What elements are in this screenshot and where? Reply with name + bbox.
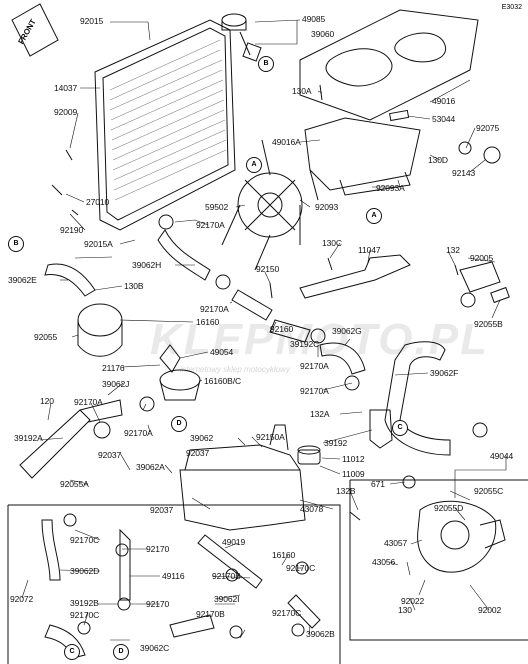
part-label: 43057 [384,538,408,548]
part-label: 671 [371,479,385,489]
part-label: 16160 [196,317,220,327]
part-label: 11047 [358,245,381,255]
part-label: 92055A [60,479,89,489]
part-label: 92170A [300,386,329,396]
part-label: 132B [336,486,356,496]
callout-a-fan: A [246,157,262,173]
callout-b-hose: B [8,236,24,252]
part-label: 92009 [54,107,78,117]
part-label: 39062E [8,275,37,285]
part-label: 92055B [474,319,503,329]
callout-a-bracket: A [366,208,382,224]
part-label: 39192C [290,339,320,349]
part-label: 49116 [162,571,185,581]
part-label: 39062J [102,379,130,389]
part-label: 130B [124,281,144,291]
part-label: 92015 [80,16,104,26]
part-label: 130D [428,155,448,165]
part-label: 92022 [401,596,425,606]
part-label: 43078 [300,504,324,514]
part-label: 92150 [256,264,280,274]
callout-d-lower: D [113,644,129,660]
part-label: 92037 [98,450,122,460]
part-label: 92055 [34,332,58,342]
part-label: 39062C [140,643,170,653]
part-label: 21176 [102,363,125,373]
part-label: 92170C [286,563,316,573]
callout-c-pump: C [392,420,408,436]
part-label: 120 [40,396,54,406]
part-label: 49019 [222,537,246,547]
watermark-tagline: internetowy sklep motocyklowy [180,365,290,374]
part-label: 92170A [74,397,103,407]
watermark: KLEPMOTO.PL [150,315,489,364]
part-label: 39062B [306,629,335,639]
part-label: 59502 [205,202,229,212]
part-label: 132 [446,245,460,255]
part-label: 16160 [272,550,296,560]
part-label: 92170B [212,571,241,581]
part-label: 92072 [10,594,34,604]
part-label: 39060 [311,29,335,39]
part-label: 92150A [256,432,285,442]
part-label: 130 [398,605,412,615]
part-label: 39192 [324,438,348,448]
callout-b-cap: B [258,56,274,72]
part-label: 92093 [315,202,339,212]
part-label: 92170C [70,610,100,620]
part-label: 92037 [186,448,210,458]
part-label: 39192B [70,598,99,608]
part-label: 11009 [342,469,365,479]
part-label: 39062H [132,260,162,270]
part-label: 92005 [470,253,494,263]
part-label: 92093A [376,183,405,193]
part-label: 92143 [452,168,476,178]
part-label: 92170A [124,428,153,438]
callout-c-lower: C [64,644,80,660]
callout-d-thermostat: D [171,416,187,432]
part-label: 92170A [300,361,329,371]
part-label: 92055D [434,503,464,513]
part-label: 39062F [430,368,459,378]
part-label: 92170C [70,535,100,545]
part-label: 49044 [490,451,514,461]
part-label: 130A [292,86,312,96]
part-label: 92075 [476,123,500,133]
part-label: 14037 [54,83,78,93]
part-label: 130C [322,238,342,248]
part-label: 43056 [372,557,396,567]
part-label: 49016 [432,96,456,106]
part-label: 16160B/C [204,376,242,386]
part-label: 92170C [272,608,302,618]
part-label: 11012 [342,454,365,464]
part-label: 92170 [146,599,170,609]
part-label: 92015A [84,239,113,249]
part-label: 39062I [214,594,240,604]
part-label: 39062 [190,433,214,443]
part-label: 92002 [478,605,502,615]
part-label: 27010 [86,197,110,207]
part-label: 39062A [136,462,165,472]
part-label: 92170 [146,544,170,554]
part-label: 49085 [302,14,326,24]
part-label: 49016A [272,137,301,147]
part-label: 53044 [432,114,456,124]
diagram-ref: E3032 [501,4,522,11]
part-label: 49054 [210,347,234,357]
part-label: 92055C [474,486,504,496]
part-label: 92170B [196,609,225,619]
part-label: 39062D [70,566,100,576]
part-label: 39192A [14,433,43,443]
part-label: 92170A [196,220,225,230]
part-label: 92190 [60,225,84,235]
part-label: 132A [310,409,330,419]
part-label: 92037 [150,505,174,515]
part-label: 39062G [332,326,362,336]
part-label: 92160 [270,324,294,334]
part-label: 92170A [200,304,229,314]
